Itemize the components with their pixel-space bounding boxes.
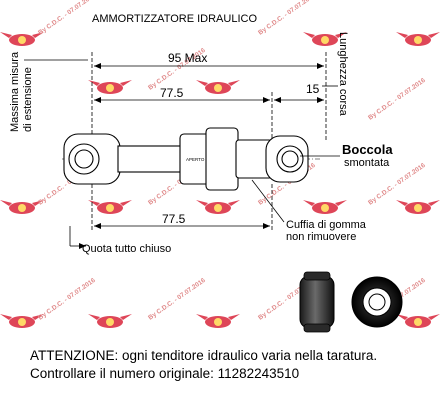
body-marking: APERTO	[186, 157, 205, 162]
bushing-title: Boccola	[342, 142, 393, 157]
watermark-logo	[396, 200, 440, 214]
watermark-logo	[396, 314, 440, 328]
warning-note-line1: ATTENZIONE: ogni tenditore idraulico var…	[30, 348, 377, 363]
watermark-logo	[88, 314, 132, 328]
bushing-front-view	[351, 276, 403, 328]
dimension-left-top-label: 77.5	[160, 86, 184, 100]
watermark-logo	[396, 32, 440, 46]
watermark-logo	[0, 314, 44, 328]
outer-sleeve	[205, 127, 239, 191]
watermark-logo	[88, 200, 132, 214]
dimension-left-bottom: 77.5	[91, 184, 273, 232]
watermark-text: By C.D.C. - 07.07.2016	[257, 0, 317, 37]
dimension-left-bottom-label: 77.5	[162, 212, 186, 226]
watermark-text: By C.D.C. - 07.07.2016	[37, 0, 97, 37]
dimension-max-length: 95 Max	[91, 51, 327, 140]
watermark-logo	[196, 200, 240, 214]
dimension-stroke: 15	[274, 82, 324, 103]
max-extension-label-line2: di estensione	[22, 67, 34, 132]
left-eye-inner	[74, 149, 94, 169]
watermark-logo	[88, 80, 132, 94]
watermark-logo	[0, 200, 44, 214]
dimension-stroke-label: 15	[306, 82, 320, 96]
max-extension-label-line1: Massima misura	[9, 51, 21, 132]
watermark-logo	[196, 80, 240, 94]
diagram-title: AMMORTIZZATORE IDRAULICO	[92, 13, 257, 25]
watermark-logo	[0, 32, 44, 46]
bushing-side-view	[299, 271, 335, 333]
rubber-cover-label-line2: non rimuovere	[286, 231, 356, 243]
watermark-text: By C.D.C. - 07.07.2016	[367, 77, 427, 122]
watermark-logo	[303, 200, 347, 214]
warning-note-line2: Controllare il numero originale: 1128224…	[30, 366, 299, 381]
dimension-max-length-label: 95 Max	[168, 51, 207, 65]
right-eye-inner	[281, 150, 299, 168]
rubber-cover-leader	[251, 179, 285, 223]
rod-neck	[117, 145, 183, 173]
watermark-logo	[196, 314, 240, 328]
stroke-length-label: Lunghezza corsa	[337, 32, 349, 117]
watermark-logo	[303, 32, 347, 46]
rubber-cover-label-line1: Cuffia di gomma	[286, 219, 367, 231]
closed-length-label: Quota tutto chiuso	[82, 243, 171, 255]
watermark-text: By C.D.C. - 07.07.2016	[37, 277, 97, 322]
shock-absorber	[63, 127, 309, 191]
bushing-subtitle: smontata	[344, 157, 390, 169]
dimension-left-top: 77.5	[94, 86, 273, 140]
